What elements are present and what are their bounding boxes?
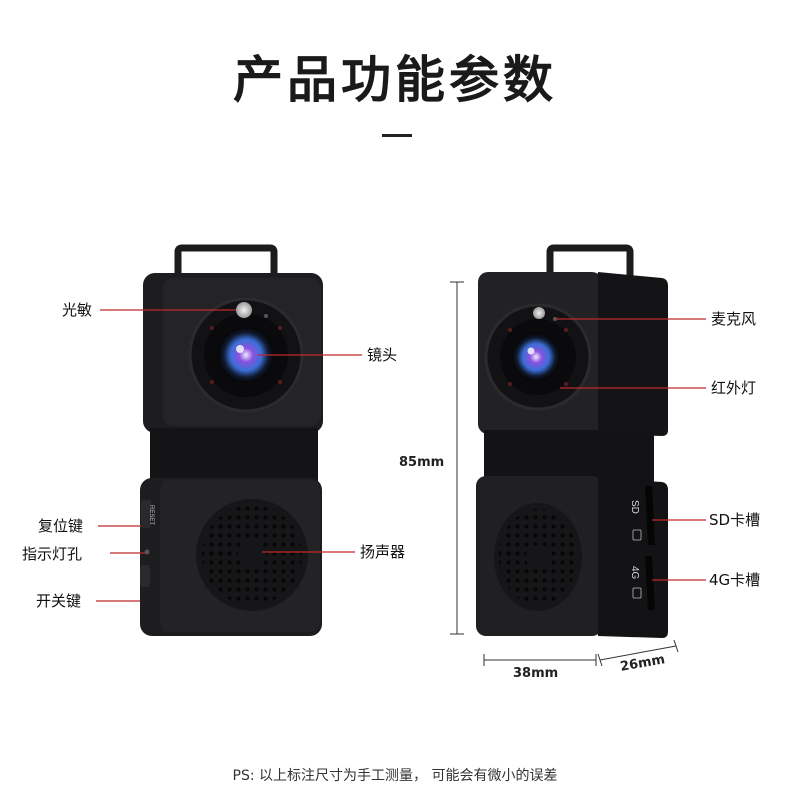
right-camera-side: [598, 272, 668, 436]
left-indicator-hole: [144, 549, 150, 555]
left-device-joint: [150, 428, 318, 483]
right-sd-slot: [645, 486, 655, 545]
callout-lines: [96, 309, 706, 602]
sim-card-icon: [632, 587, 642, 599]
dimension-lines: [450, 281, 679, 667]
callout-indicator-hole: 指示灯孔: [22, 545, 83, 563]
dimension-width: 38mm: [513, 666, 559, 681]
right-light-sensor: [533, 307, 545, 319]
left-power-key: [140, 565, 150, 587]
dimension-height: 85mm: [399, 455, 445, 470]
right-4g-slot: [645, 556, 655, 610]
left-reset-key: [141, 500, 151, 528]
callout-power-key: 开关键: [36, 592, 82, 610]
callout-reset-key: 复位键: [38, 517, 84, 535]
left-light-sensor: [236, 302, 252, 318]
reset-marking: RESET: [148, 505, 154, 525]
callout-microphone: 麦克风: [711, 310, 757, 328]
right-device-angled: SD 4G: [476, 244, 668, 638]
left-device-hanger: [174, 244, 278, 276]
callout-sd-slot: SD卡槽: [709, 511, 761, 529]
callout-light-sensor: 光敏: [62, 301, 93, 319]
page-title: 产品功能参数: [233, 51, 557, 109]
right-device-joint: [484, 430, 654, 482]
depth-dimension-line: [599, 645, 677, 661]
4g-marking: 4G: [629, 566, 640, 580]
callout-infrared-light: 红外灯: [711, 379, 757, 397]
callout-4g-slot: 4G卡槽: [709, 571, 761, 589]
right-device-hanger: [546, 244, 634, 276]
right-lens: [512, 333, 560, 381]
callout-lens: 镜头: [367, 346, 398, 364]
sd-card-icon: [632, 529, 642, 541]
right-microphone-hole: [553, 317, 557, 321]
sd-marking: SD: [629, 500, 640, 514]
measurement-note: PS: 以上标注尺寸为手工测量， 可能会有微小的误差: [232, 768, 558, 784]
left-device-front: RESET: [140, 244, 323, 636]
title-divider: [382, 134, 412, 137]
left-lens: [218, 327, 274, 383]
callout-speaker: 扬声器: [360, 543, 406, 561]
